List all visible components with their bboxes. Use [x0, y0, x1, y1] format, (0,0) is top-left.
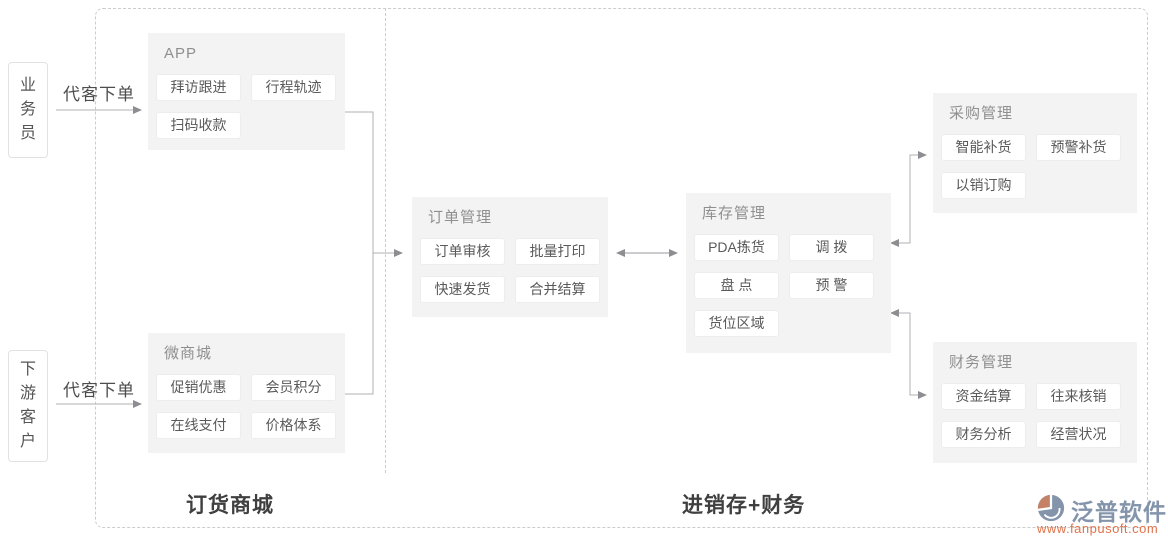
chip-order-review: 订单审核 [420, 238, 505, 265]
fanpu-branding: 泛普软件 www.fanpusoft.com [1034, 490, 1168, 536]
module-order-management-chips: 订单审核 批量打印 快速发货 合并结算 [420, 238, 600, 303]
module-app-chips: 拜访跟进 行程轨迹 扫码收款 [156, 74, 337, 139]
chip-online-payment: 在线支付 [156, 412, 241, 439]
module-app: APP 拜访跟进 行程轨迹 扫码收款 [148, 33, 345, 150]
module-micro-mall-chips: 促销优惠 会员积分 在线支付 价格体系 [156, 374, 337, 439]
chip-promotion: 促销优惠 [156, 374, 241, 401]
chip-storage-zone: 货位区域 [694, 310, 779, 337]
arrow-inventory-finance-bidirectional [890, 309, 927, 399]
arrow-label-order-on-behalf-bottom: 代客下单 [63, 381, 135, 400]
section-label-ordering-mall: 订货商城 [186, 494, 274, 517]
module-purchase-management: 采购管理 智能补货 预警补货 以销订购 [933, 93, 1137, 213]
module-micro-mall-title: 微商城 [164, 345, 213, 362]
module-micro-mall: 微商城 促销优惠 会员积分 在线支付 价格体系 [148, 333, 345, 453]
chip-visit-followup: 拜访跟进 [156, 74, 241, 101]
chip-fund-settlement: 资金结算 [941, 383, 1026, 410]
actor-salesperson-box: 业务员 [8, 62, 48, 158]
connector-app-mall-merge [345, 111, 374, 395]
actor-downstream-customer-label: 下游客户 [19, 361, 36, 450]
chip-smart-replenish: 智能补货 [941, 134, 1026, 161]
module-finance-management: 财务管理 资金结算 往来核销 财务分析 经营状况 [933, 342, 1137, 463]
chip-finance-analysis: 财务分析 [941, 421, 1026, 448]
chip-alert-replenish: 预警补货 [1036, 134, 1121, 161]
section-label-invoicing-finance: 进销存+财务 [682, 494, 806, 517]
actor-downstream-customer-box: 下游客户 [8, 350, 48, 462]
chip-transfer: 调 拨 [789, 234, 874, 261]
module-inventory-management-title: 库存管理 [702, 205, 767, 222]
module-app-title: APP [164, 45, 198, 62]
fanpu-logo-text: 泛普软件 [1071, 499, 1167, 525]
chip-pda-picking: PDA拣货 [694, 234, 779, 261]
chip-merge-settlement: 合并结算 [515, 276, 600, 303]
chip-operation-status: 经营状况 [1036, 421, 1121, 448]
chip-fast-shipping: 快速发货 [420, 276, 505, 303]
dashed-outer-frame [95, 8, 1148, 528]
module-inventory-management-chips: PDA拣货 调 拨 盘 点 预 警 货位区域 [694, 234, 883, 337]
chip-stocktaking: 盘 点 [694, 272, 779, 299]
module-finance-management-chips: 资金结算 往来核销 财务分析 经营状况 [941, 383, 1129, 448]
arrow-label-order-on-behalf-top: 代客下单 [63, 85, 135, 104]
chip-member-points: 会员积分 [251, 374, 336, 401]
module-purchase-management-chips: 智能补货 预警补货 以销订购 [941, 134, 1129, 199]
chip-trip-track: 行程轨迹 [251, 74, 336, 101]
chip-order-by-sales: 以销订购 [941, 172, 1026, 199]
module-purchase-management-title: 采购管理 [949, 105, 1014, 122]
actor-salesperson-label: 业务员 [19, 77, 36, 142]
module-finance-management-title: 财务管理 [949, 354, 1014, 371]
module-inventory-management: 库存管理 PDA拣货 调 拨 盘 点 预 警 货位区域 [686, 193, 891, 353]
fanpu-logo-icon [1037, 494, 1065, 522]
chip-scan-collect: 扫码收款 [156, 112, 241, 139]
chip-batch-print: 批量打印 [515, 238, 600, 265]
chip-account-writeoff: 往来核销 [1036, 383, 1121, 410]
arrow-inventory-purchase-bidirectional [890, 151, 927, 247]
section-divider-dashed-line [385, 8, 386, 473]
fanpu-website-link[interactable]: www.fanpusoft.com [1037, 521, 1159, 536]
module-order-management: 订单管理 订单审核 批量打印 快速发货 合并结算 [412, 197, 608, 317]
module-order-management-title: 订单管理 [428, 209, 493, 226]
chip-alert: 预 警 [789, 272, 874, 299]
chip-price-system: 价格体系 [251, 412, 336, 439]
